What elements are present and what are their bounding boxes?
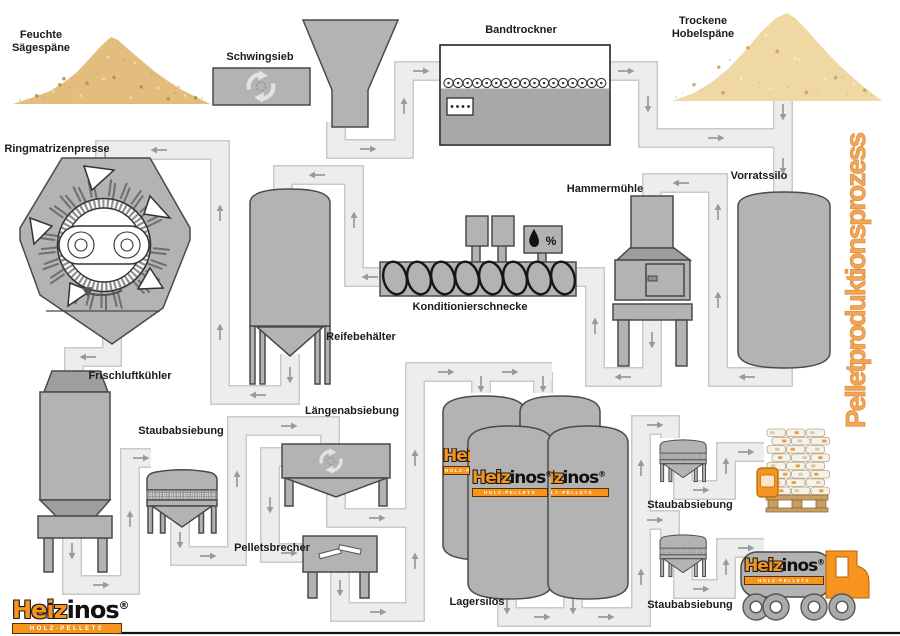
label-belt-dryer: Bandtrockner	[485, 24, 557, 36]
wet-sawdust-pile	[13, 37, 210, 104]
fresh-air-cooler	[37, 370, 113, 573]
crusher-blade-icon	[338, 544, 362, 555]
label-conditioning-screw: Konditionierschnecke	[412, 301, 528, 313]
label-dust-screening-3: Staubabsiebung	[647, 599, 733, 611]
conditioning-screw: %	[379, 215, 577, 297]
feed-funnel	[301, 19, 400, 128]
belt-dryer	[439, 44, 611, 146]
ring-die-press	[19, 157, 191, 345]
label-maturing-bin: Reifebehälter	[326, 331, 396, 343]
percent-label: %	[546, 234, 557, 248]
truck-wheels	[742, 593, 856, 621]
press-knife-icon	[82, 165, 116, 192]
label-length-screening: Längenabsiebung	[304, 405, 400, 417]
screw-coil-icon	[381, 260, 577, 296]
label-storage-silos: Lagersilos	[449, 596, 505, 608]
pellet-bag	[756, 467, 779, 498]
label-wet-sawdust: Feuchte Sägespäne	[11, 29, 71, 55]
maturing-bin	[249, 188, 331, 385]
heizinos-logo-main: Heizinos® HOLZ-PELLETS	[12, 596, 129, 634]
storage-silos-group	[442, 395, 629, 600]
logo-tagline: HOLZ-PELLETS	[12, 623, 122, 634]
dust-sieve-1	[146, 469, 218, 534]
rotation-arrow-icon	[87, 289, 123, 297]
diagram-title: Pelletproduktionsprozess	[840, 133, 872, 429]
label-dust-screening-2: Staubabsiebung	[647, 499, 733, 511]
label-hammer-mill: Hammermühle	[566, 183, 644, 195]
label-dust-screening-1: Staubabsiebung	[138, 425, 224, 437]
label-vibrating-screen: Schwingsieb	[226, 51, 294, 63]
crusher-blade-icon	[318, 547, 343, 560]
pellet-crusher	[302, 535, 378, 599]
label-ring-die-press: Ringmatrizenpresse	[4, 143, 110, 155]
heizinos-logo-truck: Heizinos® HOLZ-PELLETS	[744, 556, 825, 585]
dry-shavings-pile	[672, 13, 882, 101]
label-fresh-air-cooler: Frischluftkühler	[88, 370, 172, 382]
heizinos-logo-silo-right: Heizinos® HOLZ-PELLETS	[551, 470, 609, 497]
heizinos-logo-silo-front-left: Heizinos® HOLZ-PELLETS	[472, 468, 553, 497]
storage-silo	[737, 191, 831, 369]
vibrating-screen	[212, 67, 311, 106]
length-sieve	[281, 443, 391, 507]
dust-sieve-3	[659, 534, 707, 578]
truck-window	[835, 556, 849, 578]
dust-sieve-2	[659, 439, 707, 483]
label-dry-shavings: Trockene Hobelspäne	[671, 15, 735, 41]
label-pellet-crusher: Pelletsbrecher	[234, 542, 310, 554]
heizinos-logo-silo-back-left: Heizinos HOLZ-PELLETS	[443, 448, 470, 475]
water-drop-icon	[529, 229, 539, 247]
hammer-mill	[612, 195, 693, 367]
label-storage-silo: Vorratssilo	[730, 170, 788, 182]
delivery-truck	[740, 550, 870, 621]
door-handle-icon	[647, 275, 658, 282]
